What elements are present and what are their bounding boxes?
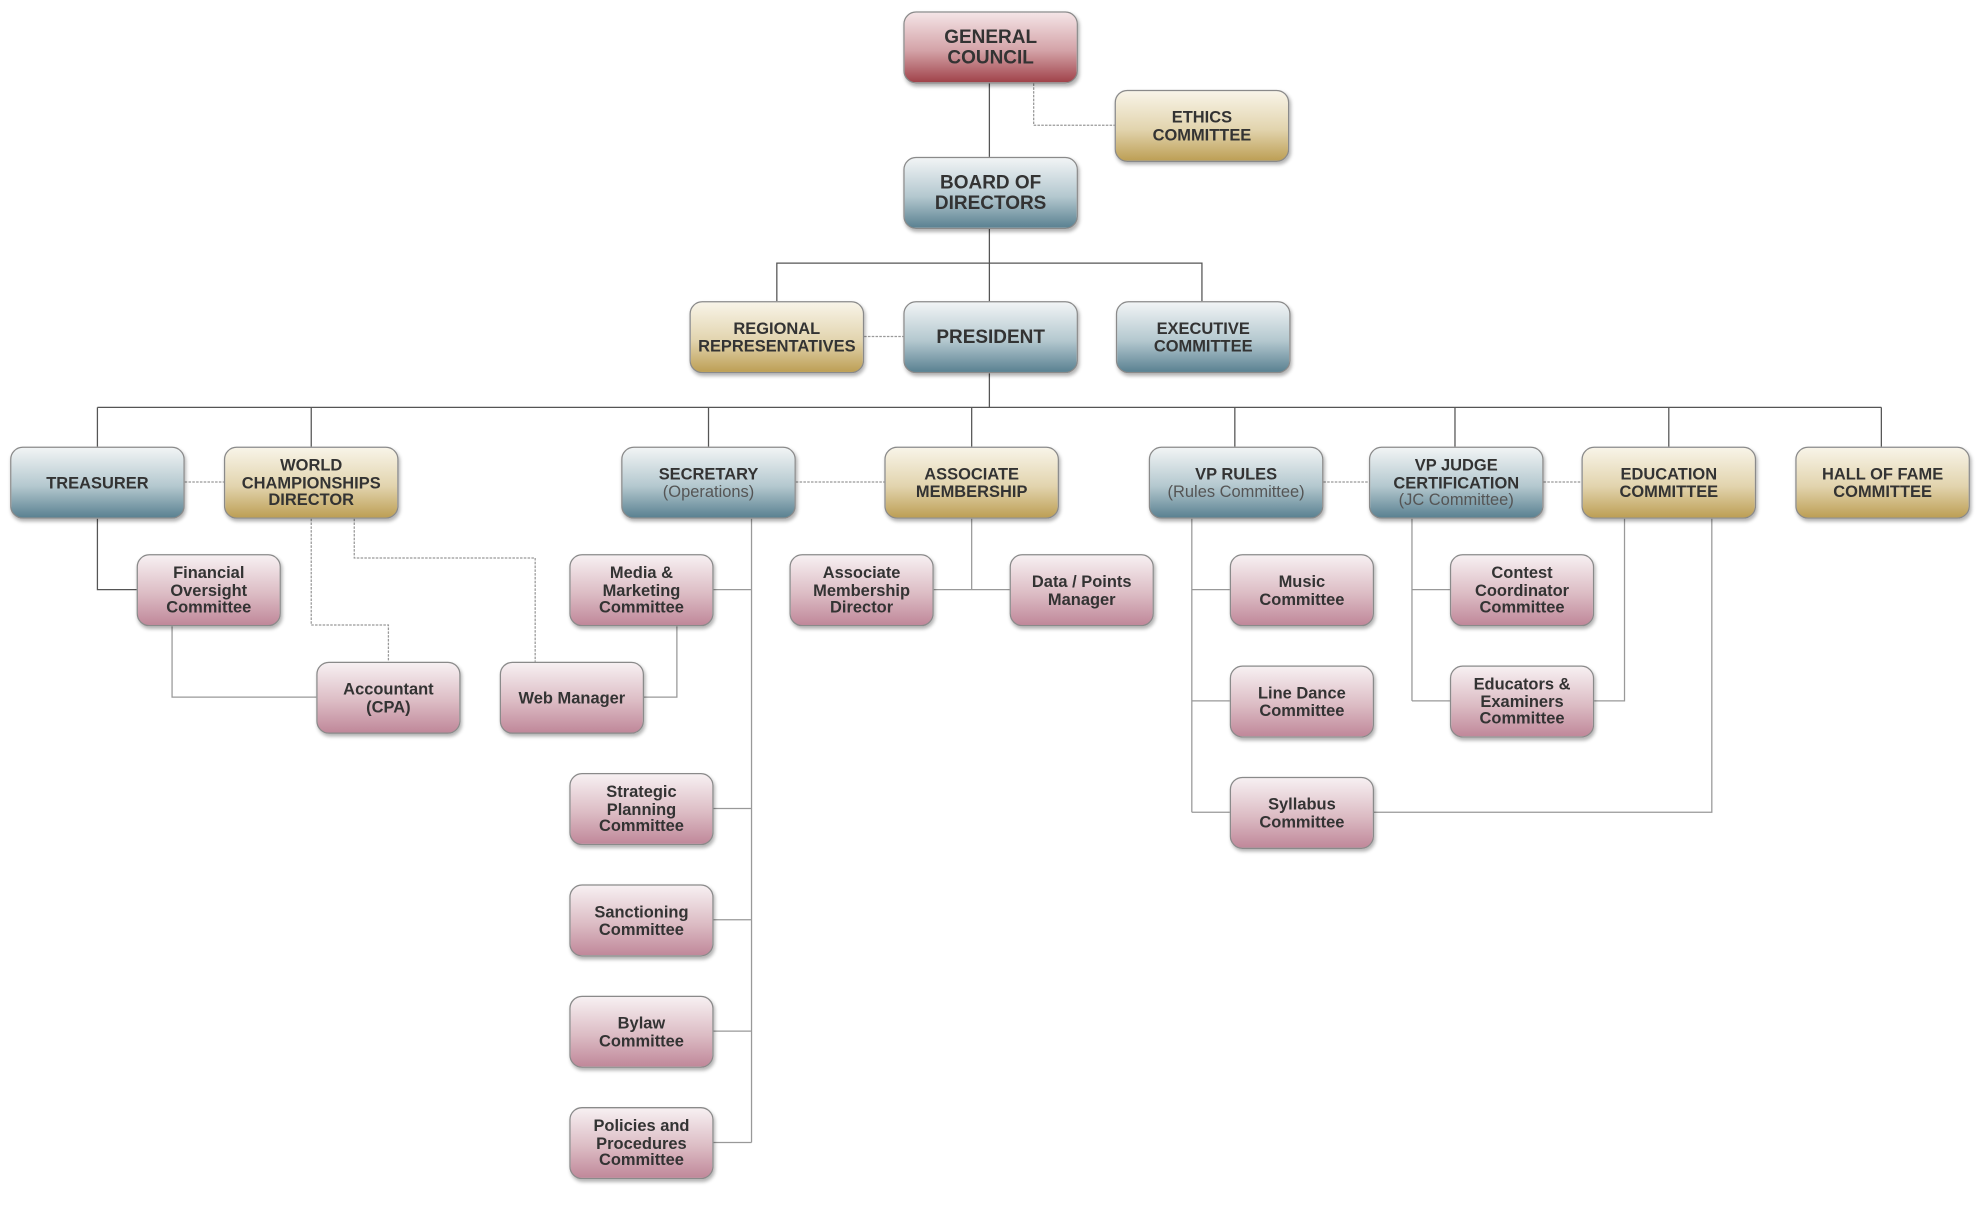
node-hall-of-fame-committee[interactable]: HALL OF FAME COMMITTEE	[1795, 446, 1970, 519]
node-world-championships-director[interactable]: WORLD CHAMPIONSHIPS DIRECTOR	[223, 446, 399, 519]
node-syllabus-committee[interactable]: Syllabus Committee	[1229, 776, 1375, 849]
node-executive-committee[interactable]: EXECUTIVE COMMITTEE	[1115, 301, 1291, 374]
line-web-media	[643, 626, 678, 698]
node-sanctioning[interactable]: Sanctioning Committee	[569, 884, 714, 957]
vp-judge-title: VP JUDGE CERTIFICATION	[1393, 455, 1520, 492]
line-rules-branch	[1191, 518, 1230, 813]
node-education-committee[interactable]: EDUCATION COMMITTEE	[1581, 446, 1757, 519]
node-educators-examiners[interactable]: Educators & Examiners Committee	[1449, 665, 1595, 738]
node-contest-coordinator[interactable]: Contest Coordinator Committee	[1449, 554, 1595, 627]
node-web-manager[interactable]: Web Manager	[499, 661, 644, 734]
node-ethics-committee[interactable]: ETHICS COMMITTEE	[1114, 89, 1290, 162]
line-financial-accountant	[171, 626, 317, 698]
node-strategic-planning[interactable]: Strategic Planning Committee	[569, 773, 714, 846]
line-associate-branch	[933, 518, 1010, 591]
node-vp-judge-certification[interactable]: VP JUDGE CERTIFICATION (JC Committee)	[1368, 446, 1544, 519]
node-associate-membership[interactable]: ASSOCIATE MEMBERSHIP	[884, 446, 1059, 519]
node-treasurer[interactable]: TREASURER	[10, 446, 185, 519]
node-media-marketing[interactable]: Media & Marketing Committee	[569, 554, 714, 627]
line-world-web	[353, 518, 536, 662]
node-financial-oversight[interactable]: Financial Oversight Committee	[136, 554, 281, 627]
line-secretary-branch	[713, 518, 753, 1144]
line-world-accountant	[310, 518, 390, 662]
node-accountant[interactable]: Accountant (CPA)	[316, 661, 461, 734]
node-regional-representatives[interactable]: REGIONAL REPRESENTATIVES	[689, 301, 865, 374]
node-bylaw[interactable]: Bylaw Committee	[569, 995, 714, 1068]
secretary-title: SECRETARY	[658, 464, 759, 484]
node-vp-rules[interactable]: VP RULES (Rules Committee)	[1148, 446, 1324, 519]
line-judge-branch	[1411, 518, 1450, 702]
vp-judge-subtitle: (JC Committee)	[1398, 489, 1514, 509]
secretary-subtitle: (Operations)	[662, 481, 755, 501]
node-policies-procedures[interactable]: Policies and Procedures Committee	[569, 1107, 714, 1180]
node-line-dance-committee[interactable]: Line Dance Committee	[1229, 665, 1375, 738]
node-board-of-directors[interactable]: BOARD OF DIRECTORS	[903, 156, 1078, 230]
line-ethics	[1033, 83, 1115, 126]
node-secretary[interactable]: SECRETARY (Operations)	[621, 446, 796, 519]
node-associate-membership-director[interactable]: Associate Membership Director	[789, 554, 934, 627]
node-data-points-manager[interactable]: Data / Points Manager	[1009, 554, 1154, 627]
vp-rules-subtitle: (Rules Committee)	[1167, 481, 1305, 501]
line-treasurer-financial	[96, 518, 137, 591]
line-education-branch	[1374, 518, 1713, 813]
vp-rules-title: VP RULES	[1195, 464, 1278, 484]
line-board-down	[776, 229, 1203, 302]
node-president[interactable]: PRESIDENT	[903, 301, 1078, 374]
line-president-bus	[96, 373, 1882, 447]
node-music-committee[interactable]: Music Committee	[1229, 554, 1375, 627]
node-general-council[interactable]: GENERAL COUNCIL	[903, 11, 1078, 84]
